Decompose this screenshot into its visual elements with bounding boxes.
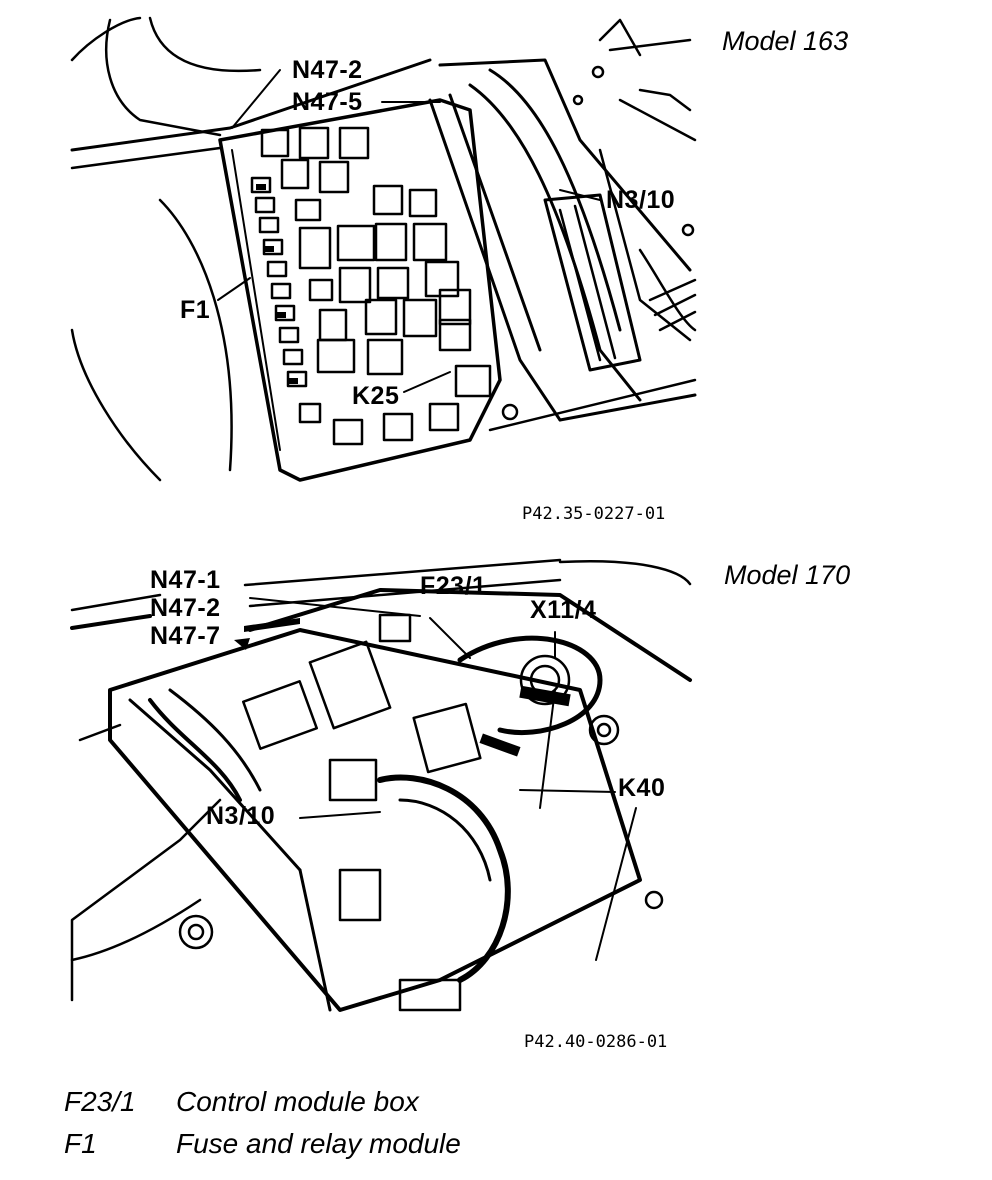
callout-n47-2: N47-2 — [150, 594, 221, 622]
callout-n47-1: N47-1 — [150, 566, 221, 594]
callout-n47-2: N47-2 — [292, 56, 363, 84]
legend-key: F23/1 — [64, 1086, 136, 1117]
callout-n47-5: N47-5 — [292, 88, 363, 116]
legend-row: F23/1 Control module box — [64, 1088, 419, 1116]
callout-f1: F1 — [180, 296, 211, 324]
figure-code-163: P42.35-0227-01 — [522, 504, 666, 524]
figure-code-170: P42.40-0286-01 — [524, 1032, 668, 1052]
callout-n3-10: N3/10 — [206, 802, 276, 830]
callout-f23-1: F23/1 — [420, 572, 487, 600]
model-170-title: Model 170 — [724, 560, 851, 590]
callout-n47-7: N47-7 — [150, 622, 221, 650]
callout-n3-10: N3/10 — [606, 186, 676, 214]
control-module-box-drawing-170 — [70, 558, 692, 1012]
legend-text: Fuse and relay module — [176, 1128, 461, 1159]
legend-row: F1 Fuse and relay module — [64, 1130, 461, 1158]
legend-key: F1 — [64, 1128, 97, 1159]
callout-k40: K40 — [618, 774, 666, 802]
figure-model-163: N47-2 N47-5 N3/10 F1 K25 Model 163 P42.3… — [0, 0, 992, 540]
legend-text: Control module box — [176, 1086, 419, 1117]
callout-x11-4: X11/4 — [530, 596, 597, 624]
figure-model-170: N47-1 N47-2 N47-7 F23/1 X11/4 N3/10 K40 … — [0, 540, 992, 1060]
model-163-title: Model 163 — [722, 26, 849, 56]
fuse-box-drawing-163 — [70, 16, 697, 482]
callout-k25: K25 — [352, 382, 400, 410]
